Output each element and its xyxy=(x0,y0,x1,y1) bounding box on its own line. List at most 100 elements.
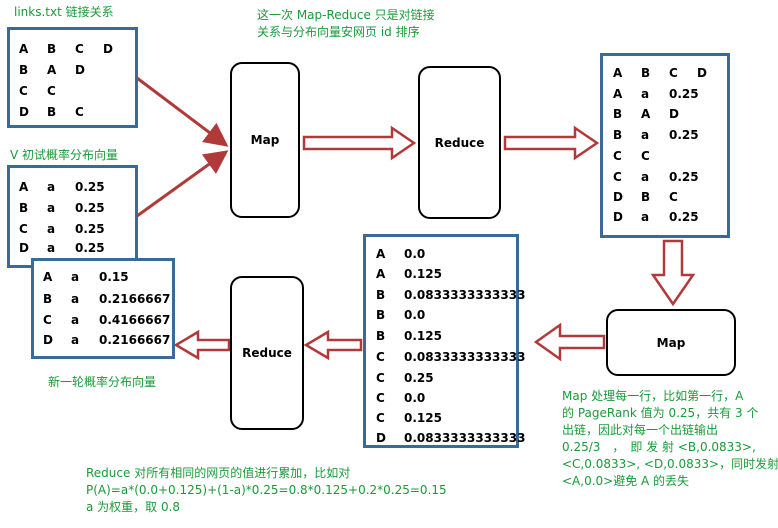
table-cell: B xyxy=(376,329,386,343)
table-cell: a xyxy=(641,210,650,224)
table-cell: 0.125 xyxy=(404,411,442,425)
table-cell: 0.0 xyxy=(404,391,426,405)
table-cell: A xyxy=(613,66,623,80)
table-cell: 0.0833333333333 xyxy=(404,350,526,364)
table-cell: A xyxy=(641,107,651,121)
table-row: C 0.125 xyxy=(376,411,442,425)
table-cell: D xyxy=(19,241,29,255)
map-note-line: Map 处理每一行，比如第一行，A xyxy=(562,389,744,403)
table-cell: A xyxy=(43,270,53,284)
map-node-2: Map xyxy=(606,309,736,376)
table-row: A B C D xyxy=(19,42,113,56)
table-cell: D xyxy=(613,210,623,224)
table-cell: A xyxy=(376,247,386,261)
map-note-line: 出链，因此对每一个出链输出 xyxy=(562,423,719,437)
table-cell: C xyxy=(641,149,650,163)
table-cell: a xyxy=(71,270,80,284)
map-note: Map 处理每一行，比如第一行，A 的 PageRank 值为 0.25，共有 … xyxy=(562,388,778,490)
reduce-note-line: P(A)=a*(0.0+0.125)+(1-a)*0.25=0.8*0.125+… xyxy=(86,483,447,497)
reduce-note-line: Reduce 对所有相同的网页的值进行累加，比如对 xyxy=(86,466,351,480)
table-cell: 0.25 xyxy=(75,222,105,236)
table-cell: C xyxy=(613,170,622,184)
table-cell: 0.25 xyxy=(669,170,699,184)
table-cell: B xyxy=(641,66,651,80)
arrow-map-to-reduce xyxy=(302,125,417,161)
arrow-links-to-map xyxy=(136,76,229,147)
table-cell: A xyxy=(19,180,29,194)
table-cell: a xyxy=(47,241,56,255)
table-cell: a xyxy=(71,313,80,327)
table-cell: 0.2166667 xyxy=(99,333,171,347)
table-cell: C xyxy=(669,66,678,80)
table-cell: B xyxy=(613,107,623,121)
table-cell: D xyxy=(103,42,113,56)
table-cell: 0.25 xyxy=(75,241,105,255)
table-cell: 0.125 xyxy=(404,267,442,281)
table-cell: 0.0 xyxy=(404,247,426,261)
table-cell: C xyxy=(376,371,385,385)
table-cell: a xyxy=(641,128,650,142)
table-cell: a xyxy=(47,222,56,236)
table-cell: 0.0 xyxy=(404,308,426,322)
table-cell: C xyxy=(376,391,385,405)
table-cell: 0.25 xyxy=(404,371,434,385)
table-cell: a xyxy=(47,180,56,194)
reduce-note: Reduce 对所有相同的网页的值进行累加，比如对 P(A)=a*(0.0+0.… xyxy=(86,465,447,516)
table-cell: 0.4166667 xyxy=(99,313,171,327)
table-cell: 0.25 xyxy=(75,180,105,194)
table-cell: B xyxy=(613,128,623,142)
table-cell: C xyxy=(47,84,56,98)
table-cell: a xyxy=(71,333,80,347)
arrow-v-to-map xyxy=(136,150,229,218)
arrow-reduce-to-vnew xyxy=(173,329,231,361)
arrow-map-to-mapout xyxy=(533,322,606,362)
table-cell: B xyxy=(19,201,29,215)
table-row: C 0.25 xyxy=(376,371,434,385)
arrow-sorted-to-map xyxy=(650,239,696,307)
table-cell: A xyxy=(613,87,623,101)
table-cell: 0.125 xyxy=(404,329,442,343)
table-cell: D xyxy=(43,333,53,347)
table-row: B 0.125 xyxy=(376,329,442,343)
table-cell: C xyxy=(75,105,84,119)
table-cell: 0.25 xyxy=(669,210,699,224)
map-note-line: <A,0.0>避免 A 的丢失 xyxy=(562,474,690,488)
table-row: A 0.125 xyxy=(376,267,442,281)
map-note-line: 的 PageRank 值为 0.25，共有 3 个 xyxy=(562,406,759,420)
table-cell: C xyxy=(669,190,678,204)
table-cell: D xyxy=(613,190,623,204)
table-cell: D xyxy=(376,431,386,445)
map-note-line: 0.25/3 ， 即 发 射 <B,0.0833>, xyxy=(562,440,756,454)
table-row: A 0.0 xyxy=(376,247,425,261)
reduce-node-2: Reduce xyxy=(230,276,304,430)
table-cell: A xyxy=(19,42,29,56)
table-cell: A xyxy=(376,267,386,281)
map-note-line: <C,0.0833>, <D,0.0833>，同时发射 xyxy=(562,457,778,471)
table-cell: B xyxy=(47,42,57,56)
table-row: C 0.0 xyxy=(376,391,425,405)
table-cell: C xyxy=(19,84,28,98)
v-init-title: V 初试概率分布向量 xyxy=(10,148,119,162)
table-cell: D xyxy=(75,63,85,77)
table-cell: C xyxy=(75,42,84,56)
table-cell: C xyxy=(376,411,385,425)
